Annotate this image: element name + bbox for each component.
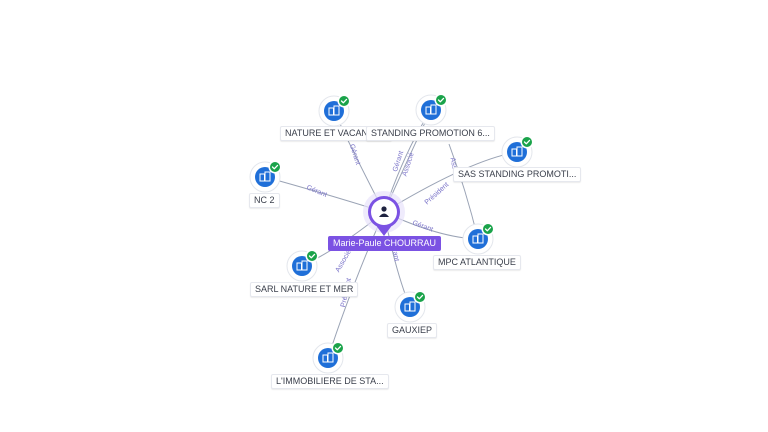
edge-label: Président (424, 181, 451, 206)
building-icon (259, 171, 271, 182)
node-label-nc2[interactable]: NC 2 (249, 193, 280, 208)
node-label-standing6[interactable]: STANDING PROMOTION 6... (366, 126, 495, 141)
building-icon (404, 301, 416, 312)
entity-node-mpc[interactable] (462, 222, 495, 255)
verified-check-icon (413, 290, 427, 304)
edge-label: Gérant (348, 143, 361, 166)
entity-node-standing6[interactable] (415, 93, 448, 126)
node-label-immobiliere[interactable]: L'IMMOBILIERE DE STA... (271, 374, 389, 389)
verified-check-icon (331, 341, 345, 355)
building-icon (296, 260, 308, 271)
edge-label: Gérant (411, 220, 434, 234)
building-icon (322, 352, 334, 363)
entity-node-sasstanding[interactable] (501, 135, 534, 168)
node-label-gauxiep[interactable]: GAUXIEP (387, 323, 438, 338)
person-icon (379, 206, 389, 217)
person-name-label[interactable]: Marie-Paule CHOURRAU (328, 236, 442, 251)
node-label-sasstanding[interactable]: SAS STANDING PROMOTI... (453, 167, 582, 182)
node-label-mpc[interactable]: MPC ATLANTIQUE (433, 255, 521, 270)
entity-node-nature[interactable] (318, 94, 351, 127)
building-icon (425, 104, 437, 115)
edge-label: Gérant (305, 184, 328, 199)
verified-check-icon (481, 222, 495, 236)
building-icon (511, 146, 523, 157)
entity-node-nc2[interactable] (249, 160, 282, 193)
person-node[interactable] (363, 191, 405, 236)
verified-check-icon (520, 135, 534, 149)
edge-label: Associé (335, 249, 353, 274)
verified-check-icon (337, 94, 351, 108)
node-label-sarl[interactable]: SARL NATURE ET MER (250, 282, 359, 297)
verified-check-icon (305, 249, 319, 263)
entity-node-immobiliere[interactable] (312, 341, 345, 374)
building-icon (328, 105, 340, 116)
verified-check-icon (434, 93, 448, 107)
building-icon (472, 233, 484, 244)
entity-node-sarl[interactable] (286, 249, 319, 282)
verified-check-icon (268, 160, 282, 174)
entity-node-gauxiep[interactable] (394, 290, 427, 323)
